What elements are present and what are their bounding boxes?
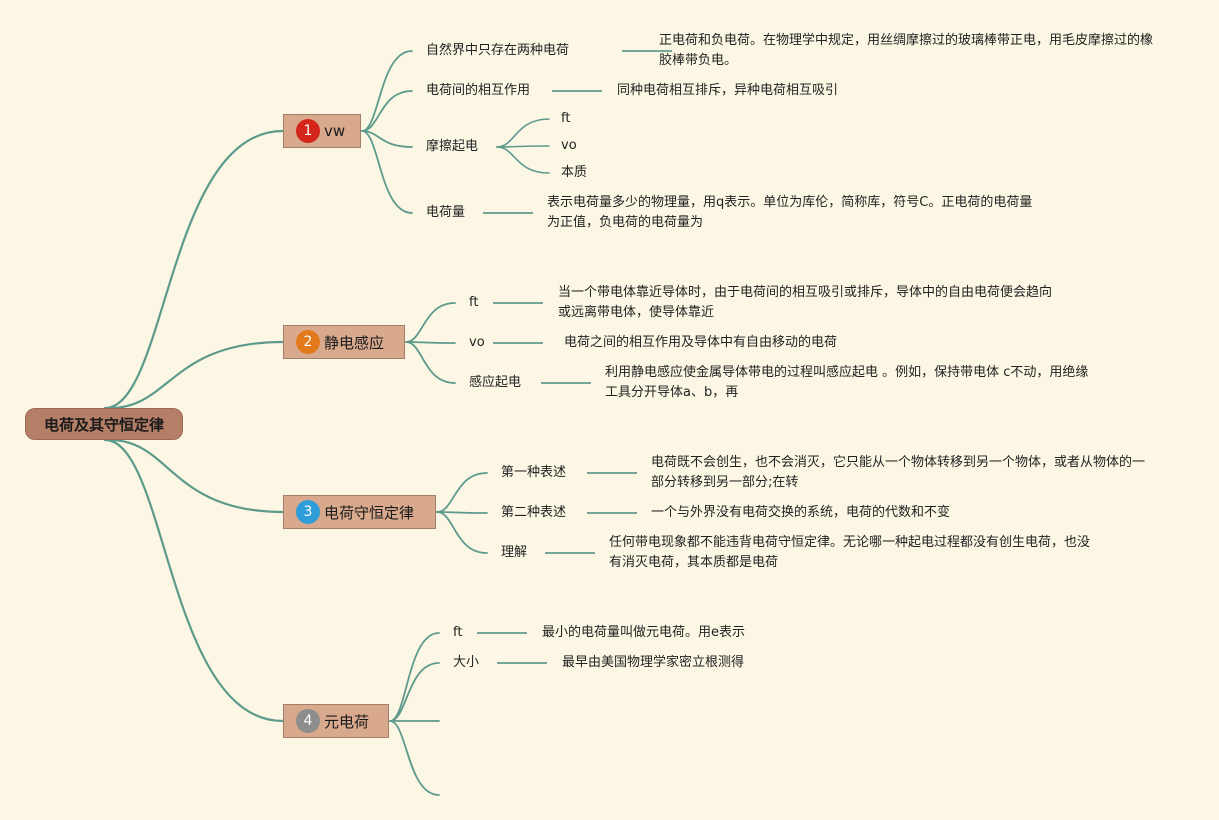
b4-link-1 xyxy=(389,662,440,722)
root-topic-label: 电荷及其守恒定律 xyxy=(43,415,164,434)
b1-node-friction[interactable]: 摩擦起电 xyxy=(426,139,479,154)
b4-node-ft[interactable]: ft xyxy=(453,625,463,640)
b4-link-0 xyxy=(389,632,440,722)
b3-link-2 xyxy=(436,511,488,554)
b3-desc-second-statement: 一个与外界没有电荷交换的系统，电荷的代数和不变 xyxy=(651,505,951,520)
number-3-badge-icon: 3 xyxy=(296,500,320,524)
root-link-1 xyxy=(103,129,285,410)
b1-sub-essence[interactable]: 本质 xyxy=(561,165,588,180)
b1-sub-link-1 xyxy=(496,145,550,148)
b1-sub-link-0 xyxy=(496,118,550,148)
b1-node-interaction[interactable]: 电荷间的相互作用 xyxy=(426,83,531,98)
b3-node-first-statement[interactable]: 第一种表述 xyxy=(501,465,567,480)
b3-desc-understanding: 任何带电现象都不能违背电荷守恒定律。无论哪一种起电过程都没有创生电荷，也没有消灭… xyxy=(609,535,1091,570)
b2-desc-vo: 电荷之间的相互作用及导体中有自由移动的电荷 xyxy=(564,335,838,350)
b1-desc-charge-quantity: 表示电荷量多少的物理量，用q表示。单位为库伦，简称库，符号C。正电荷的电荷量为正… xyxy=(547,195,1033,230)
branch-1-topic[interactable]: 1 vw xyxy=(283,114,361,148)
b2-node-induction[interactable]: 感应起电 xyxy=(469,375,522,390)
branch-2-topic[interactable]: 2 静电感应 xyxy=(283,325,405,359)
branch-4-topic[interactable]: 4 元电荷 xyxy=(283,704,389,738)
branch-3-topic[interactable]: 3 电荷守恒定律 xyxy=(283,495,436,529)
b3-link-1 xyxy=(436,511,488,514)
b2-link-0 xyxy=(405,302,456,343)
branch-4-label: 元电荷 xyxy=(324,712,370,731)
b3-link-0 xyxy=(436,472,488,513)
b3-node-second-statement[interactable]: 第二种表述 xyxy=(501,505,567,520)
root-link-3 xyxy=(108,438,285,514)
b2-link-2 xyxy=(405,341,456,384)
b2-desc-induction: 利用静电感应使金属导体带电的过程叫感应起电 。例如，保持带电体 c不动，用绝缘工… xyxy=(605,365,1089,400)
branch-2-label: 静电感应 xyxy=(324,333,385,352)
b1-node-two-charges[interactable]: 自然界中只存在两种电荷 xyxy=(426,43,570,58)
b3-node-understanding[interactable]: 理解 xyxy=(501,545,528,560)
b1-link-1 xyxy=(361,90,413,132)
branch-3-label: 电荷守恒定律 xyxy=(324,503,415,522)
b1-link-0 xyxy=(361,50,413,132)
b1-sub-ft[interactable]: ft xyxy=(561,111,571,126)
root-link-2 xyxy=(108,340,285,410)
b1-node-charge-quantity[interactable]: 电荷量 xyxy=(426,205,466,220)
b2-node-ft[interactable]: ft xyxy=(469,295,479,310)
root-link-4 xyxy=(103,438,285,723)
b4-desc-magnitude: 最早由美国物理学家密立根测得 xyxy=(562,655,745,670)
number-4-badge-icon: 4 xyxy=(296,709,320,733)
b1-desc-interaction: 同种电荷相互排斥，异种电荷相互吸引 xyxy=(617,83,839,98)
number-2-badge-icon: 2 xyxy=(296,330,320,354)
b2-desc-ft: 当一个带电体靠近导体时，由于电荷间的相互吸引或排斥，导体中的自由电荷便会趋向或远… xyxy=(558,285,1053,320)
b1-link-2 xyxy=(361,130,413,148)
b4-desc-ft: 最小的电荷量叫做元电荷。用e表示 xyxy=(542,625,745,640)
b4-link-3 xyxy=(389,720,440,796)
b2-link-1 xyxy=(405,341,456,344)
b1-link-3 xyxy=(361,130,413,214)
b2-node-vo[interactable]: vo xyxy=(469,335,485,350)
b1-sub-link-2 xyxy=(496,146,550,174)
b1-desc-two-charges: 正电荷和负电荷。在物理学中规定，用丝绸摩擦过的玻璃棒带正电，用毛皮摩擦过的橡胶棒… xyxy=(659,33,1154,68)
branch-1-label: vw xyxy=(324,122,346,140)
number-1-badge-icon: 1 xyxy=(296,119,320,143)
root-topic[interactable]: 电荷及其守恒定律 xyxy=(25,408,183,440)
b4-node-magnitude[interactable]: 大小 xyxy=(453,655,480,670)
b1-sub-vo[interactable]: vo xyxy=(561,138,577,153)
b3-desc-first-statement: 电荷既不会创生，也不会消灭，它只能从一个物体转移到另一个物体，或者从物体的一部分… xyxy=(651,455,1146,490)
